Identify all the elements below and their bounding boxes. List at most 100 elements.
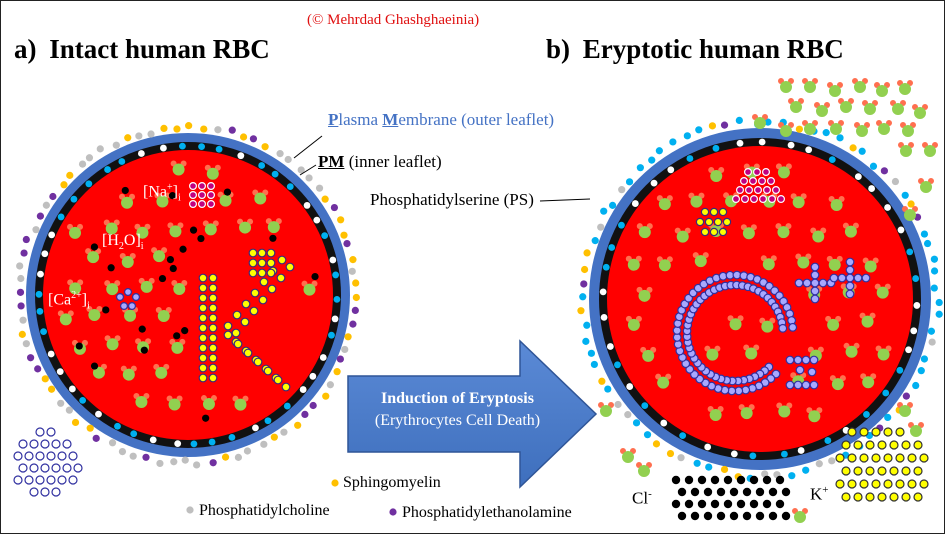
membrane-protein — [760, 255, 777, 271]
protein-body — [854, 81, 866, 93]
protein-body — [206, 167, 219, 180]
sphingomyelin-lipid — [173, 125, 181, 133]
protein-body — [876, 85, 888, 97]
potassium-ion — [257, 248, 267, 258]
phosphatidylcholine-lipid — [815, 460, 823, 468]
inner-leaflet-lipid — [56, 368, 64, 376]
calcium-ion — [818, 278, 828, 288]
sodium-ion — [771, 186, 780, 195]
membrane-protein — [876, 120, 892, 135]
protein-body — [856, 125, 868, 137]
protein-body — [777, 166, 790, 179]
potassium-ion-extracellular — [865, 492, 875, 502]
phosphatidylserine-lipid — [935, 298, 943, 307]
inner-leaflet-lipid — [910, 327, 918, 335]
phosphatidylserine-lipid — [600, 207, 608, 215]
phosphatidylcholine-lipid — [42, 201, 50, 209]
phosphatidylcholine-lipid — [57, 399, 65, 407]
calcium-ion — [810, 262, 820, 272]
calcium-ion-extracellular — [29, 487, 39, 497]
calcium-ion — [788, 322, 798, 332]
membrane-protein — [898, 142, 914, 157]
sphingomyelin-lipid — [652, 440, 661, 448]
phosphatidylserine-lipid — [583, 321, 591, 329]
protein-body — [303, 283, 316, 296]
membrane-protein — [688, 192, 705, 208]
outer-leaflet-pointer — [293, 135, 323, 159]
calcium-ion — [778, 323, 788, 333]
sodium-label: [Na+]i — [143, 182, 181, 204]
phosphatidylserine-lipid — [683, 132, 691, 140]
phosphatidylcholine-lipid — [284, 155, 292, 164]
phosphatidylcholine-lipid — [624, 411, 632, 419]
membrane-protein — [828, 195, 845, 211]
phosphatidylserine-inner — [271, 170, 279, 178]
membrane-protein — [802, 78, 818, 93]
phosphatidylcholine-lipid — [118, 447, 127, 456]
chloride-ion-extracellular — [762, 499, 772, 509]
calcium-ion-extracellular — [40, 439, 50, 449]
protein-body — [780, 81, 792, 93]
membrane-protein — [890, 100, 906, 115]
sphingomyelin-lipid — [321, 195, 329, 203]
calcium-ion-extracellular — [13, 451, 23, 461]
membrane-protein — [912, 104, 928, 119]
membrane-protein — [134, 223, 151, 239]
phosphatidylcholine-lipid — [348, 267, 356, 275]
protein-body — [106, 283, 119, 296]
protein-body — [204, 223, 217, 236]
calcium-ion-extracellular — [68, 475, 78, 485]
phosphatidylserine-lipid — [935, 310, 943, 318]
membrane-protein — [200, 395, 217, 411]
sodium-ion — [757, 177, 766, 186]
sodium-ion — [207, 200, 216, 209]
membrane-protein — [692, 252, 709, 268]
phosphatidylethanolamine-lipid — [301, 410, 309, 418]
potassium-ion — [248, 268, 258, 278]
inner-leaflet-lipid — [309, 372, 317, 380]
calcium-ion-extracellular — [18, 439, 28, 449]
sodium-ion — [735, 186, 744, 195]
phosphatidylserine-inner — [208, 438, 216, 446]
membrane-protein — [827, 82, 843, 97]
membrane-protein — [854, 122, 870, 137]
sphingomyelin-lipid — [261, 143, 269, 151]
potassium-ion — [208, 333, 218, 343]
potassium-ion — [208, 313, 218, 323]
inner-leaflet-lipid — [797, 447, 805, 454]
membrane-protein — [707, 405, 724, 421]
panel-a-heading: a) Intact human RBC — [14, 34, 270, 65]
sodium-ion — [731, 195, 740, 204]
sphingomyelin-lipid — [294, 421, 302, 429]
protein-body — [267, 221, 280, 234]
phosphatidylserine-lipid — [788, 472, 796, 480]
sodium-ion — [189, 191, 198, 200]
membrane-protein — [301, 280, 318, 296]
chloride-ion — [202, 414, 210, 422]
inner-leaflet-pointer — [299, 164, 317, 176]
phosphatidylserine-inner — [882, 389, 890, 397]
phosphatidylethanolamine-lipid — [336, 355, 344, 363]
potassium-ion — [248, 258, 258, 268]
protein-body — [900, 145, 912, 157]
potassium-ion — [266, 248, 276, 258]
calcium-ion — [119, 302, 128, 311]
inner-leaflet-lipid — [631, 200, 639, 207]
potassium-ion — [266, 258, 276, 268]
membrane-protein — [908, 422, 924, 437]
potassium-ion-extracellular — [877, 466, 887, 476]
phosphatidylcholine-lipid — [297, 166, 305, 174]
membrane-protein — [752, 114, 768, 129]
chloride-ion — [181, 327, 189, 335]
potassium-ion-extracellular — [847, 453, 857, 463]
chloride-ion-extracellular — [684, 499, 694, 509]
phosphatidylcholine-lipid — [618, 186, 626, 194]
membrane-protein — [119, 193, 136, 209]
sphingomyelin-lipid — [583, 249, 591, 257]
inner-leaflet-lipid — [48, 231, 56, 239]
protein-body — [844, 225, 857, 238]
membrane-protein — [862, 100, 878, 115]
sphingomyelin-lipid — [708, 122, 717, 130]
membrane-protein — [743, 344, 760, 360]
inner-leaflet-lipid — [47, 350, 55, 358]
